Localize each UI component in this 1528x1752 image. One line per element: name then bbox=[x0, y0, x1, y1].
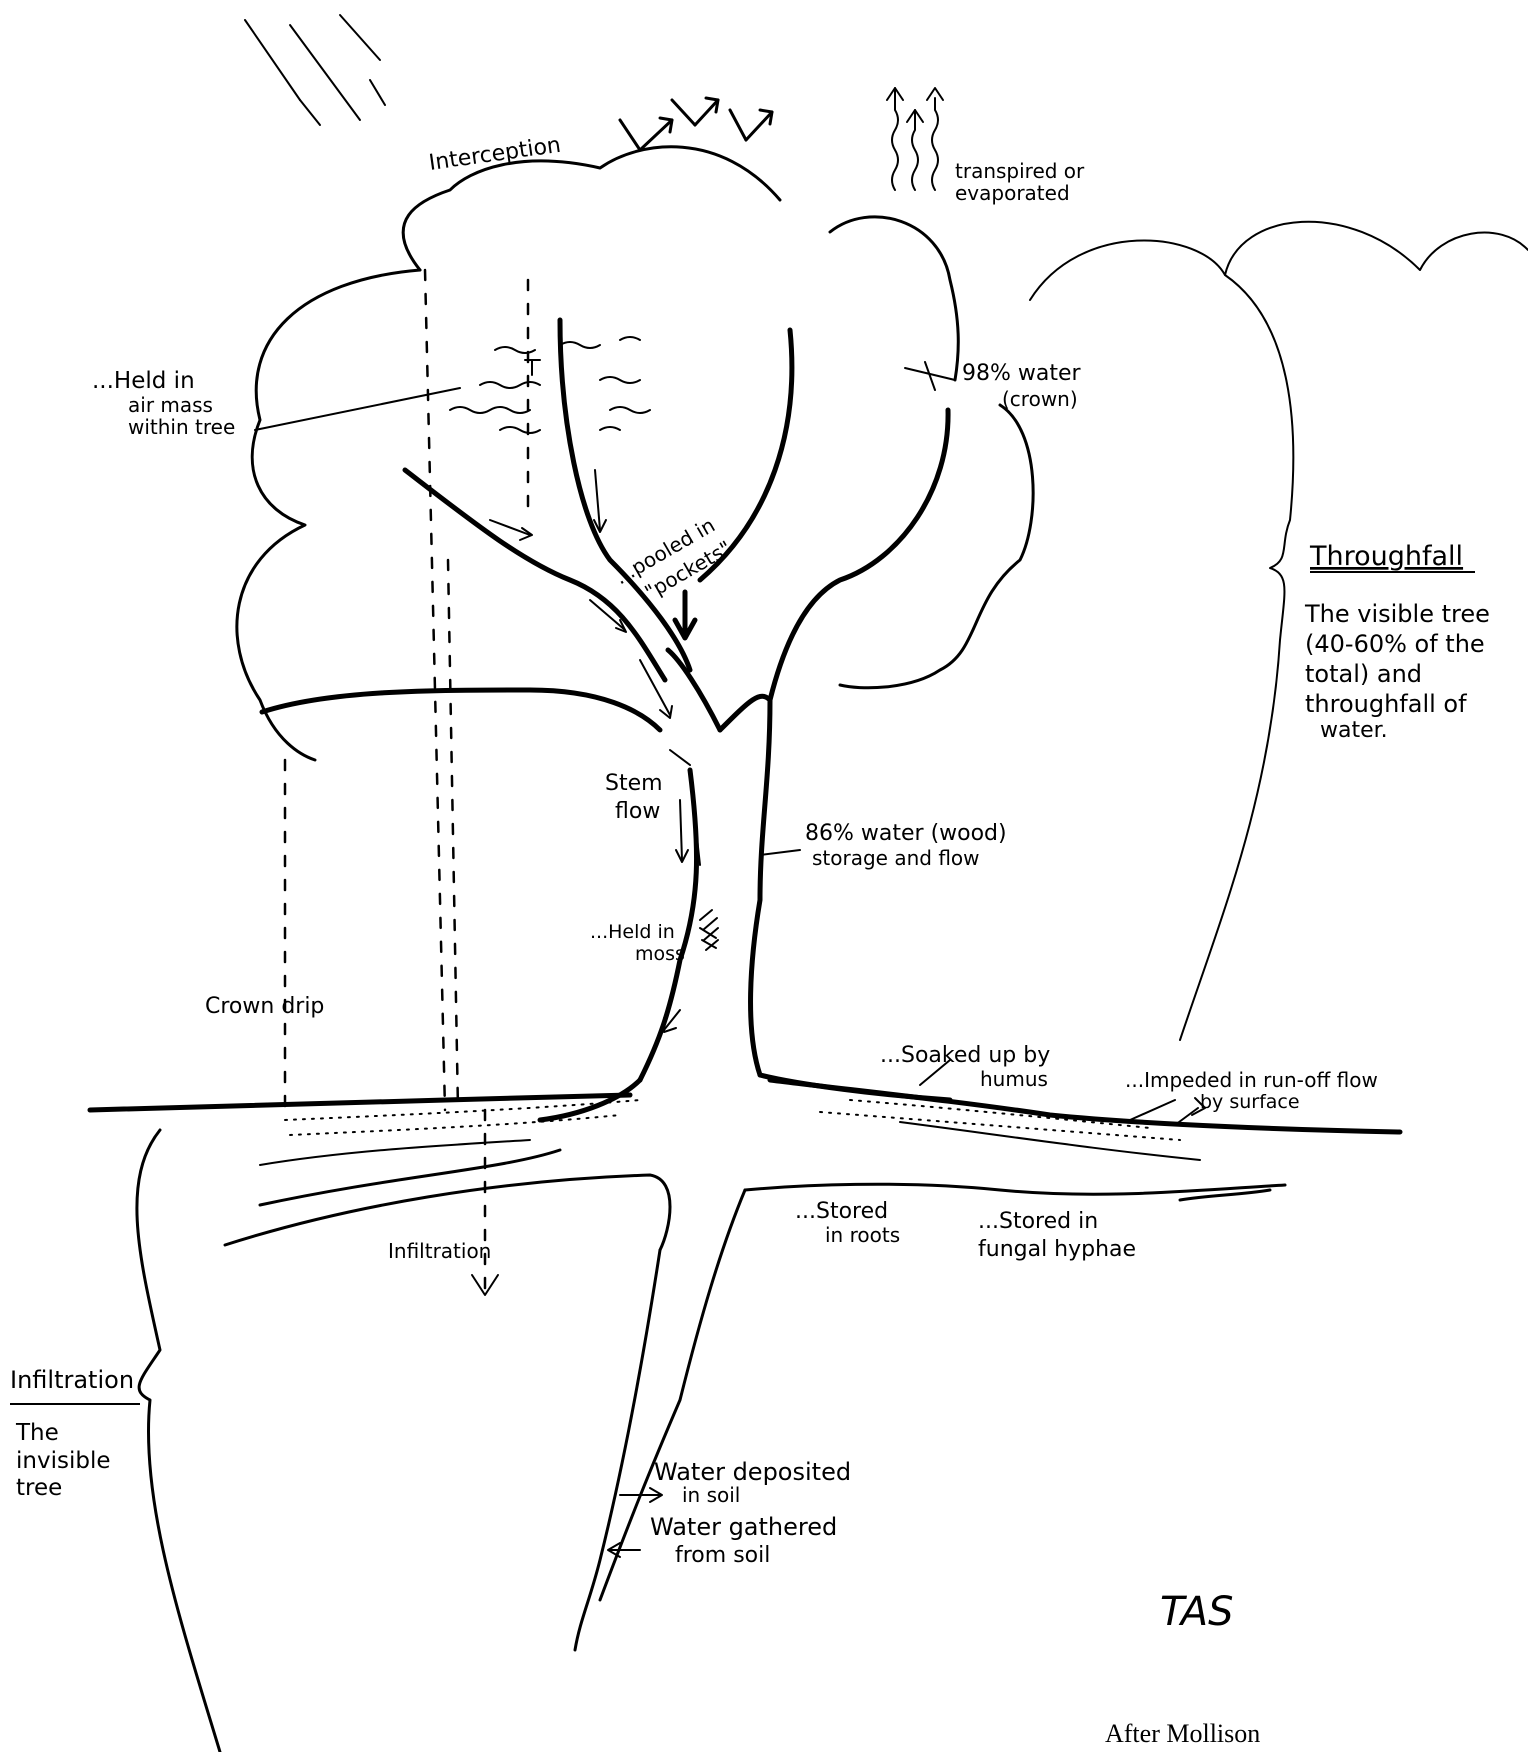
pocket-arrow bbox=[675, 592, 695, 638]
humus-label-line1: ...Soaked up by bbox=[880, 1043, 1050, 1068]
infiltration-title: Infiltration bbox=[10, 1366, 134, 1394]
crown-water-label-line1: 98% water bbox=[962, 361, 1082, 386]
impeded-label-line2: by surface bbox=[1200, 1091, 1300, 1113]
gathered-label-line1: Water gathered bbox=[650, 1513, 837, 1541]
transpired-label-line2: evaporated bbox=[955, 181, 1070, 205]
held-air-label-line3: within tree bbox=[128, 415, 235, 439]
interception-label: Interception bbox=[427, 133, 562, 176]
stem-flow-label-line1: Stem bbox=[605, 771, 663, 796]
fungal-label-line2: fungal hyphae bbox=[978, 1237, 1136, 1262]
throughfall-desc-line1: The visible tree bbox=[1304, 600, 1490, 628]
rain-lines bbox=[245, 15, 385, 125]
infiltration-arrow-label: Infiltration bbox=[388, 1239, 491, 1263]
held-air-label-line1: ...Held in bbox=[92, 368, 195, 394]
throughfall-title: Throughfall bbox=[1309, 541, 1463, 572]
crown-water-label-line2: (crown) bbox=[1002, 387, 1078, 411]
leader-lines bbox=[255, 362, 1205, 1125]
moss-patch bbox=[700, 910, 718, 950]
interception-arrows bbox=[620, 98, 772, 150]
stem-flow-label-line2: flow bbox=[615, 799, 660, 824]
deposited-label-line2: in soil bbox=[682, 1483, 740, 1507]
roots-label-line2: in roots bbox=[825, 1223, 900, 1247]
wood-water-label-line2: storage and flow bbox=[812, 846, 980, 870]
infiltration-desc-line2: invisible bbox=[16, 1448, 110, 1474]
transpiration-arrows bbox=[887, 88, 943, 190]
wood-water-label-line1: 86% water (wood) bbox=[805, 821, 1007, 846]
throughfall-desc-line5: water. bbox=[1320, 718, 1388, 743]
throughfall-desc-line2: (40-60% of the bbox=[1305, 630, 1485, 658]
transpired-label-line1: transpired or bbox=[955, 159, 1085, 183]
moss-label-line2: moss bbox=[635, 943, 685, 965]
impeded-label-line1: ...Impeded in run-off flow bbox=[1125, 1068, 1378, 1092]
air-mass-squiggles bbox=[450, 337, 650, 433]
crown-drip-label: Crown drip bbox=[205, 994, 324, 1019]
artist-initials: TAS bbox=[1160, 1589, 1234, 1635]
credit-text: After Mollison bbox=[1105, 1719, 1260, 1748]
deposited-label-line1: Water deposited bbox=[654, 1458, 851, 1486]
humus-label-line2: humus bbox=[980, 1067, 1048, 1091]
roots-label-line1: ...Stored bbox=[795, 1199, 888, 1224]
moss-label-line1: ...Held in bbox=[590, 921, 675, 943]
held-air-label-line2: air mass bbox=[128, 393, 213, 417]
throughfall-desc-line4: throughfall of bbox=[1305, 690, 1467, 718]
tree-roots bbox=[137, 1130, 1285, 1752]
infiltration-desc-line1: The bbox=[15, 1420, 59, 1446]
tree-crown-outline bbox=[237, 147, 1033, 760]
fungal-label-line1: ...Stored in bbox=[978, 1209, 1098, 1234]
gathered-label-line2: from soil bbox=[675, 1543, 770, 1568]
infiltration-arrow bbox=[472, 1110, 498, 1295]
throughfall-desc-line3: total) and bbox=[1305, 660, 1422, 688]
infiltration-desc-line3: tree bbox=[16, 1475, 62, 1501]
